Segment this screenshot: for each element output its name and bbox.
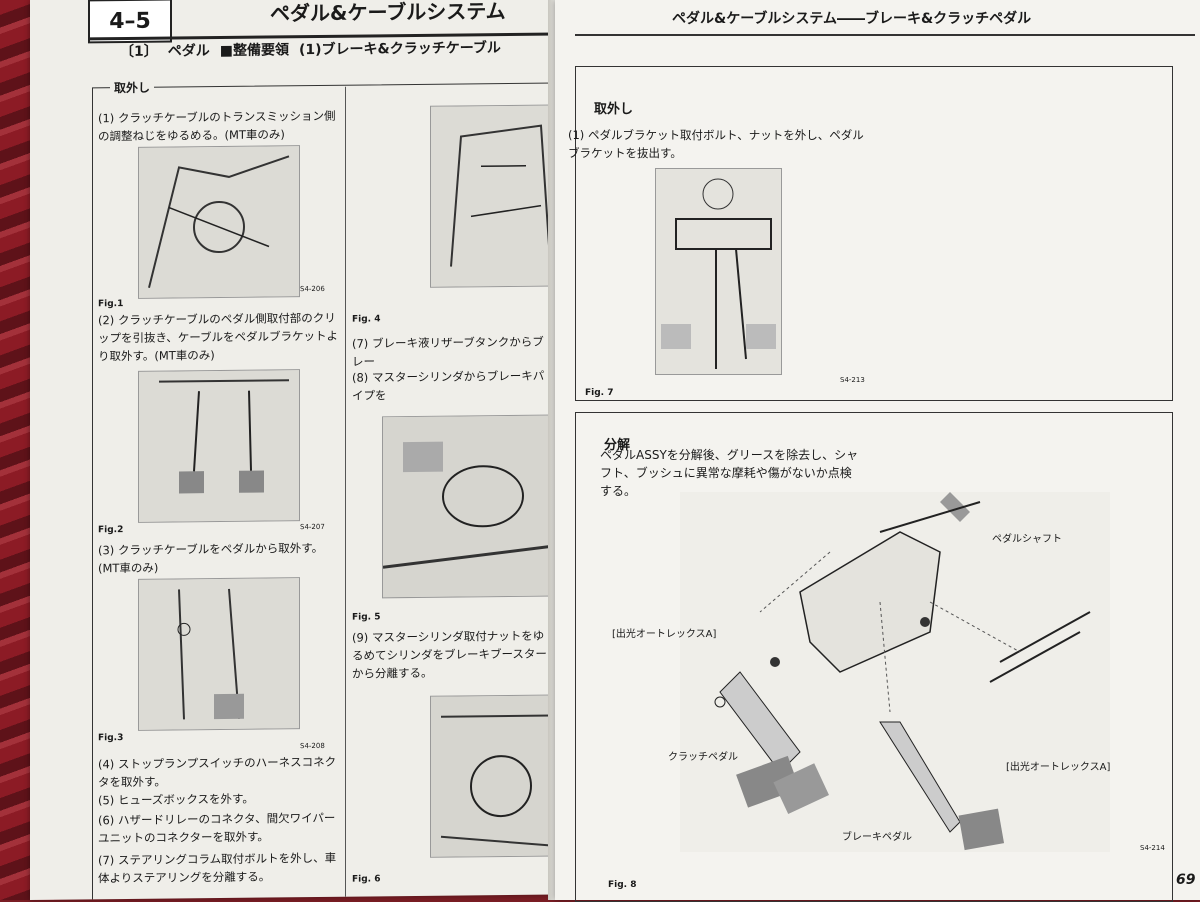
fig-4-label: Fig. 4 bbox=[352, 314, 381, 325]
fig-6-label: Fig. 6 bbox=[352, 874, 381, 885]
fig-2-code: S4-207 bbox=[300, 522, 325, 532]
fig-7-label: Fig. 7 bbox=[585, 388, 614, 398]
step-6: (6) ハザードリレーのコネクタ、間欠ワイパーユニットのコネクターを取外す。 bbox=[98, 810, 336, 846]
callout-grease-1: [出光オートレックスA] bbox=[612, 629, 717, 640]
fig-1-code: S4-206 bbox=[300, 284, 325, 294]
subhead-num: 〔1〕 bbox=[120, 43, 158, 61]
fig-1-label: Fig.1 bbox=[98, 299, 124, 310]
column-divider bbox=[345, 86, 346, 897]
step-7: (7) ステアリングコラム取付ボルトを外し、車体よりステアリングを分離する。 bbox=[98, 850, 337, 886]
callout-grease-2: [出光オートレックスA] bbox=[1006, 762, 1111, 773]
disassembly-label: 分解 bbox=[600, 434, 635, 453]
fig-3-label: Fig.3 bbox=[98, 733, 124, 744]
callout-brake-pedal: ブレーキペダル bbox=[842, 832, 912, 843]
left-page: 4–5 ペダル&ケーブルシステム 〔1〕ペダル■整備要領(1)ブレーキ&クラッチ… bbox=[30, 0, 555, 900]
figure-2-illustration bbox=[138, 369, 300, 523]
figure-5-illustration bbox=[382, 414, 555, 599]
fig-5-label: Fig. 5 bbox=[352, 612, 381, 623]
removal-label-right: 取外し bbox=[590, 98, 638, 117]
step-1: (1) クラッチケーブルのトランスミッション側の調整ねじをゆるめる。(MT車のみ… bbox=[98, 108, 336, 144]
subheading: 〔1〕ペダル ■整備要領 (1)ブレーキ&クラッチケーブル bbox=[120, 37, 511, 61]
step-5: (5) ヒューズボックスを外す。 bbox=[98, 791, 254, 808]
step-2: (2) クラッチケーブルのペダル側取付部のクリップを引抜き、ケーブルをペダルブラ… bbox=[98, 310, 339, 364]
removal-frame-right bbox=[575, 66, 1173, 401]
step-8: (8) マスターシリンダからブレーキパイプを bbox=[352, 368, 545, 403]
subhead-title: ペダル bbox=[167, 43, 210, 60]
fig-8-label: Fig. 8 bbox=[608, 880, 637, 890]
figure-3-illustration bbox=[138, 577, 300, 731]
page-number: 69 bbox=[1176, 872, 1196, 888]
step-3: (3) クラッチケーブルをペダルから取外す。(MT車のみ) bbox=[98, 540, 324, 576]
fig-3-code: S4-208 bbox=[300, 741, 325, 751]
step-9: (9) マスターシリンダ取付ナットをゆるめてシリンダをブレーキブースターから分離… bbox=[352, 628, 547, 681]
figure-7-illustration bbox=[655, 168, 782, 375]
fig-8-code: S4-214 bbox=[1140, 844, 1165, 852]
callout-clutch-pedal: クラッチペダル bbox=[668, 752, 738, 763]
subhead-type: ■整備要領 bbox=[219, 42, 289, 60]
right-header-rule bbox=[575, 34, 1195, 36]
fig-2-label: Fig.2 bbox=[98, 525, 124, 536]
callout-pedal-shaft: ペダルシャフト bbox=[992, 534, 1062, 545]
fig-7-code: S4-213 bbox=[840, 376, 865, 384]
removal-label: 取外し bbox=[110, 78, 155, 97]
figure-6-illustration bbox=[430, 694, 555, 858]
step-7b: (7) ブレーキ液リザーブタンクからブレー bbox=[352, 334, 544, 369]
left-page-header: ペダル&ケーブルシステム bbox=[270, 0, 506, 26]
right-page-header: ペダル&ケーブルシステム――ブレーキ&クラッチペダル bbox=[672, 11, 1032, 27]
disassembly-text: ペダルASSYを分解後、グリースを除去し、シャフト、ブッシュに異常な摩耗や傷がな… bbox=[600, 448, 859, 498]
figure-1-illustration bbox=[138, 145, 300, 299]
right-step-1: (1) ペダルブラケット取付ボルト、ナットを外し、ペダルブラケットを抜出す。 bbox=[568, 128, 864, 160]
subhead-item: (1)ブレーキ&クラッチケーブル bbox=[298, 40, 501, 59]
figure-8-exploded-view bbox=[680, 492, 1110, 852]
step-4: (4) ストップランプスイッチのハーネスコネクタを取外す。 bbox=[98, 754, 337, 790]
figure-4-illustration bbox=[430, 104, 555, 288]
